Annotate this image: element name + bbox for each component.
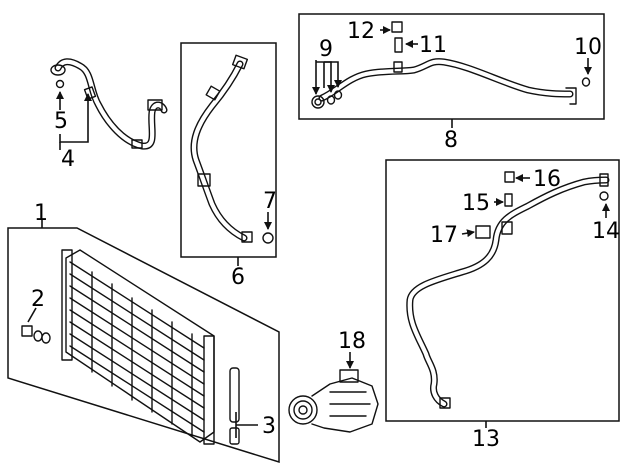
callout-8: 8 <box>444 128 458 153</box>
callout-6: 6 <box>231 265 245 290</box>
callout-16: 16 <box>533 167 561 192</box>
liquid-tube-part-13 <box>406 171 610 409</box>
o-ring-part-7 <box>262 232 274 244</box>
callout-17: 17 <box>430 223 458 248</box>
liquid-tube-box <box>385 159 620 422</box>
o-ring-part-10 <box>581 77 591 87</box>
callout-4: 4 <box>61 147 75 172</box>
valve-core-part-15 <box>504 193 513 207</box>
callout-13: 13 <box>472 427 500 452</box>
receiver-dryer-part-3 <box>229 367 240 445</box>
condenser-part-1 <box>61 249 215 445</box>
pressure-switch-part-17 <box>475 225 491 239</box>
o-ring-part-9a <box>326 95 336 105</box>
callout-3: 3 <box>262 414 276 439</box>
callout-14: 14 <box>592 219 620 244</box>
o-ring-part-14 <box>599 191 609 201</box>
condenser-group-frame <box>7 227 280 464</box>
valve-core-part-11 <box>394 37 403 53</box>
callout-7: 7 <box>263 189 277 214</box>
callout-18: 18 <box>338 329 366 354</box>
callout-10: 10 <box>574 35 602 60</box>
callout-15: 15 <box>462 191 490 216</box>
compressor-part-18 <box>288 369 379 433</box>
discharge-hose-box <box>180 42 277 258</box>
fittings-part-2 <box>21 325 51 344</box>
cap-part-16 <box>504 171 515 183</box>
callout-1: 1 <box>34 201 48 226</box>
callout-11: 11 <box>419 33 447 58</box>
callout-2: 2 <box>31 287 45 312</box>
o-ring-part-5 <box>55 79 65 89</box>
discharge-hose-part-6 <box>190 54 274 244</box>
cap-part-12 <box>391 21 403 33</box>
callout-12: 12 <box>347 19 375 44</box>
hose-assembly-part-4 <box>50 58 168 150</box>
callout-5: 5 <box>54 109 68 134</box>
callout-9: 9 <box>319 37 333 62</box>
